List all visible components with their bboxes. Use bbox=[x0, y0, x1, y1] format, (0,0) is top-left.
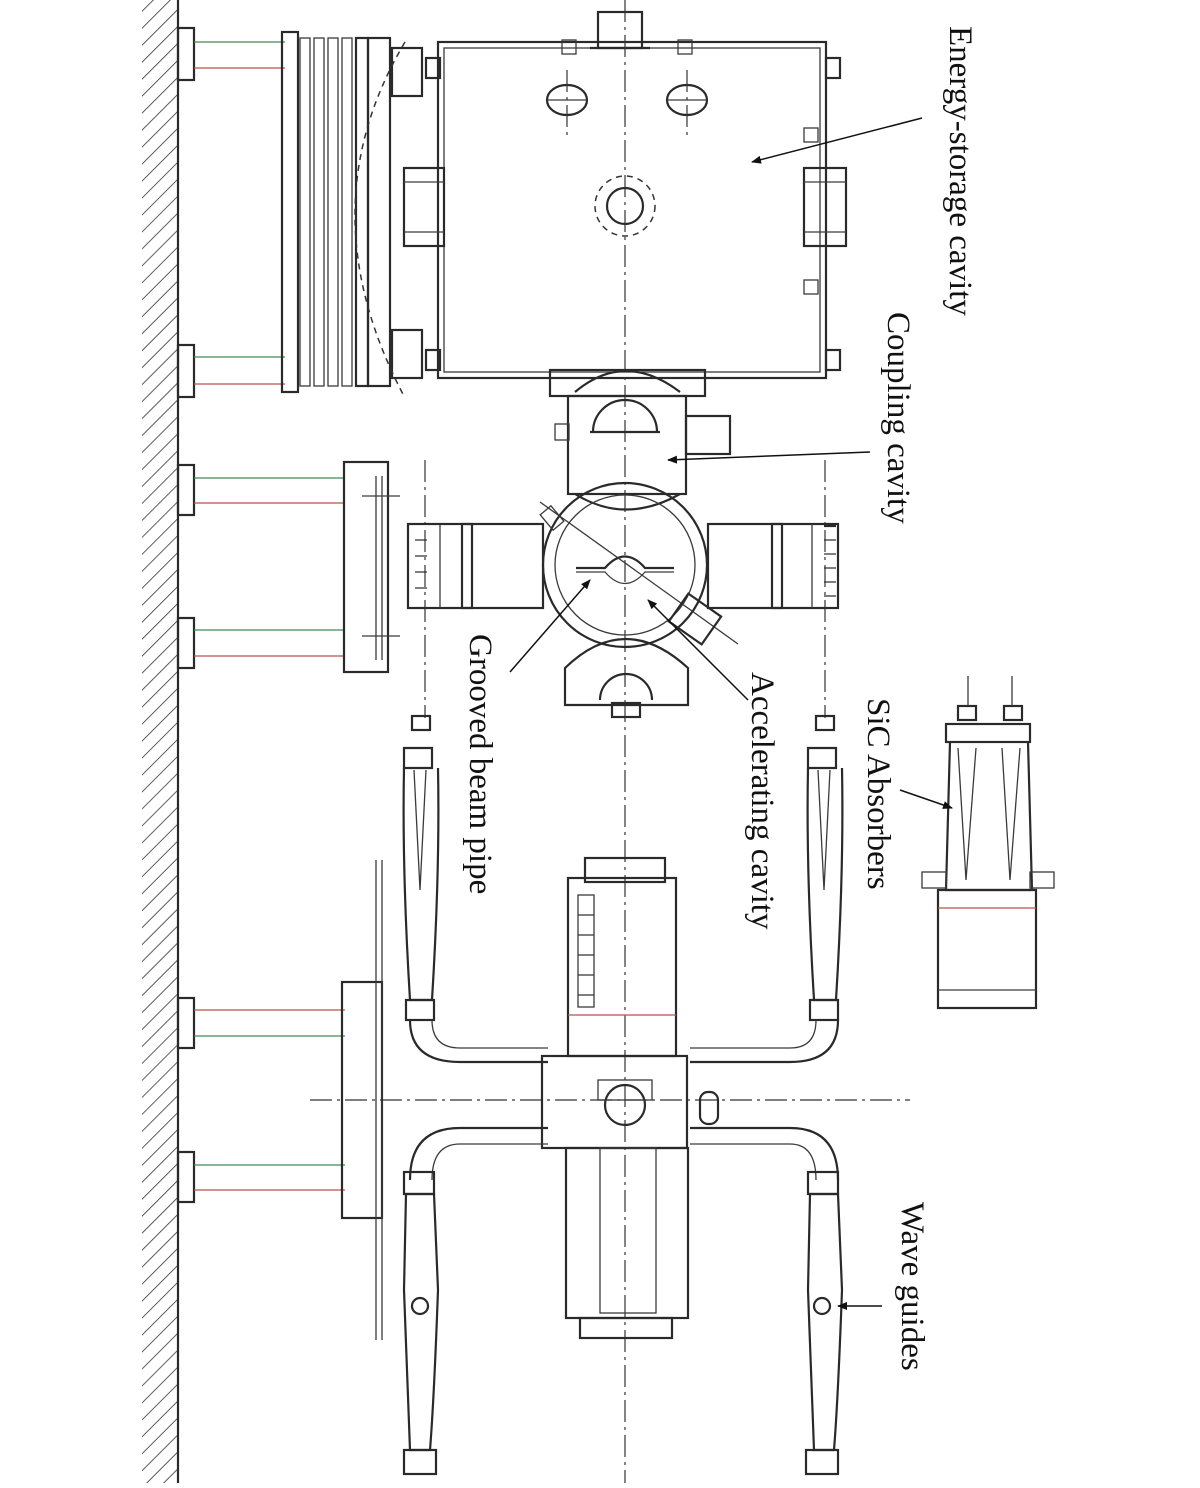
label-coupling-cavity: Coupling cavity bbox=[880, 312, 916, 524]
label-energy-storage-cavity: Energy-storage cavity bbox=[942, 26, 978, 316]
lower-left-plate bbox=[340, 860, 384, 1340]
left-absorber-load bbox=[402, 714, 440, 1022]
grooved-pipe-leader bbox=[509, 579, 591, 673]
right-absorber-load bbox=[806, 714, 844, 1022]
support-post-3 bbox=[176, 463, 345, 517]
wall bbox=[142, 0, 180, 1483]
energy-storage-leader bbox=[751, 117, 923, 164]
leader-arrows bbox=[509, 117, 953, 1310]
support-post-4 bbox=[176, 616, 345, 670]
coupling-cavity bbox=[548, 368, 732, 511]
input-coupler bbox=[540, 856, 690, 1340]
left-lower-waveguide bbox=[402, 1170, 440, 1476]
energy-storage-cavity bbox=[402, 10, 848, 380]
wall-supports bbox=[176, 26, 345, 1204]
label-accelerating-cavity: Accelerating cavity bbox=[744, 672, 780, 930]
sic-leader bbox=[899, 789, 953, 809]
transverse-ports bbox=[406, 522, 840, 610]
accelerating-leader bbox=[647, 599, 749, 701]
support-post-5 bbox=[176, 996, 345, 1050]
support-post-6 bbox=[176, 1150, 345, 1204]
label-sic-absorbers: SiC Absorbers bbox=[860, 698, 896, 890]
sic-absorber-assembly bbox=[921, 676, 1055, 1010]
right-lower-waveguide bbox=[804, 1170, 844, 1476]
waveguide-network bbox=[408, 1019, 840, 1181]
lower-half-cell bbox=[563, 638, 690, 719]
support-post-2 bbox=[176, 343, 285, 399]
left-flange-plate bbox=[342, 460, 400, 674]
bellows-stack bbox=[280, 30, 424, 399]
coupling-leader bbox=[667, 451, 871, 464]
label-grooved-beam-pipe: Grooved beam pipe bbox=[462, 634, 498, 894]
label-wave-guides: Wave guides bbox=[894, 1202, 930, 1371]
support-post-1 bbox=[176, 26, 285, 82]
